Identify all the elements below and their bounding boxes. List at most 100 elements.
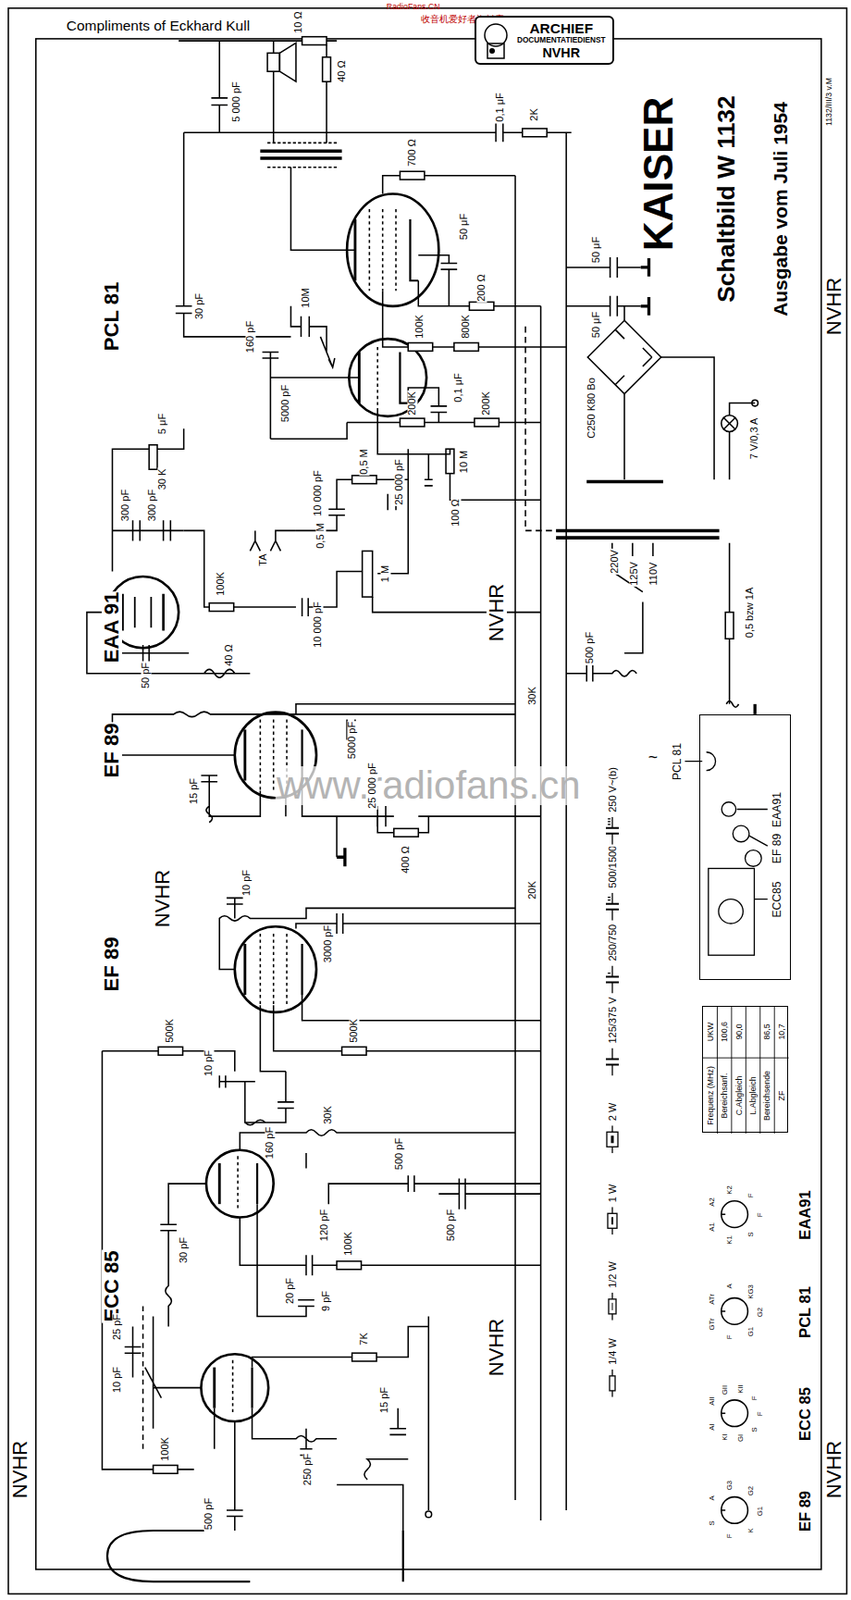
component-value: 40 Ω: [224, 642, 235, 667]
tube-plate: [212, 1367, 216, 1408]
component-value: 10 pF: [241, 868, 252, 897]
resistor-symbol: [148, 444, 158, 469]
pin-label: F: [727, 1332, 735, 1340]
component-value: 160 pF: [265, 1125, 276, 1160]
wire: [296, 703, 516, 740]
capacitor-symbol: [328, 1174, 541, 1204]
tube-cathode: [250, 1367, 253, 1408]
edition-note: Ausgabe vom Juli 1954: [770, 100, 790, 318]
resistor-symbol: [342, 1046, 367, 1055]
ht-rail: [565, 132, 568, 1510]
pin-label: GII: [721, 1383, 729, 1395]
table-cell: 86,5: [763, 1023, 772, 1041]
pin-label: A: [709, 1493, 717, 1501]
resistor-symbol: [604, 1206, 620, 1234]
transformer-winding: [267, 142, 337, 167]
wire: [239, 1216, 541, 1275]
component-value: 800K: [461, 313, 472, 340]
legend-item: 1/4 W: [604, 1335, 620, 1399]
resistor-symbol: [158, 1046, 183, 1055]
resistor-symbol: [399, 171, 424, 180]
component-value: 10 Ω: [294, 10, 305, 35]
component-value: 0,5 M: [358, 447, 370, 476]
tube-type: EAA 91: [101, 591, 123, 664]
pin-label: G2: [747, 1484, 755, 1496]
table-cell: UKW: [705, 1021, 715, 1043]
terminal: [752, 399, 759, 407]
component-value: 7K: [358, 1332, 370, 1346]
tube-grid: [232, 1359, 235, 1416]
table-cell: Bereichsanf.: [720, 1072, 729, 1120]
wire: [252, 1315, 430, 1510]
component-value: 25 000 pF: [394, 457, 406, 506]
component-value: 25 000 pF: [367, 762, 378, 811]
table-grid: [703, 1006, 790, 1135]
capacitor-symbol: [566, 665, 637, 682]
stamp-text: NVHR: [517, 45, 606, 61]
table-cell: C.Abgleich: [734, 1074, 743, 1117]
pin-label: A: [727, 1282, 735, 1290]
if-transformer: [111, 711, 516, 755]
alignment-table: Frequenz (MHz)UKWBereichsanf.100,6C.Abgl…: [702, 1005, 789, 1134]
tube-grid: [369, 209, 396, 291]
table-cell: Bereichsende: [763, 1069, 772, 1122]
tube-type: PCL 81: [798, 1284, 814, 1339]
tube-layout-box: PCL 81EAA91EF 89ECC85: [699, 714, 791, 980]
legend-item: 1/2 W: [604, 1259, 620, 1323]
component-value: 400 Ω: [401, 844, 412, 875]
tube-type: EAA91: [798, 1188, 814, 1240]
resistor-symbol: [474, 418, 499, 427]
component-value: 120 pF: [319, 1208, 330, 1242]
legend-item: 250 V~(b): [604, 765, 620, 848]
wire: [184, 123, 572, 142]
pin-label: GTr: [709, 1317, 717, 1332]
tube-envelope: [346, 194, 439, 307]
component-value: ~: [647, 749, 659, 766]
wire: [372, 448, 542, 612]
tube-plate: [243, 728, 247, 780]
component-value: 200K: [407, 390, 418, 417]
component-value: 500K: [348, 1017, 359, 1044]
component-value: 30K: [527, 686, 538, 707]
component-value: 10 pF: [111, 1365, 123, 1394]
socket-label: PCL 81: [671, 741, 683, 781]
component-value: 200 Ω: [476, 272, 487, 303]
pin-label: AI: [709, 1421, 717, 1431]
component-value: 50 μF: [592, 235, 603, 264]
tube-type: ECC 85: [101, 1248, 123, 1322]
resistor-symbol: [352, 1352, 377, 1361]
wire: [101, 1050, 194, 1469]
component-value: 700 Ω: [407, 138, 418, 169]
component-value: 10 pF: [204, 1048, 215, 1077]
tube-plate: [123, 593, 164, 631]
stamp-text: ARCHIEF: [517, 20, 606, 37]
component-value: 125V: [629, 560, 641, 587]
component-value: 220V: [610, 548, 621, 575]
legend-item: 1 W: [604, 1182, 620, 1237]
pin-label: G3: [727, 1479, 735, 1491]
capacitor-symbol: [418, 255, 457, 307]
ground-rail: [540, 306, 543, 1520]
wire: [624, 306, 715, 480]
legend-text: 1/4 W: [606, 1337, 617, 1365]
tube-envelope: [206, 1149, 274, 1218]
component-value: 0,1 μF: [494, 91, 506, 123]
socket-label: EF 89: [771, 831, 783, 864]
component-value: 30 pF: [195, 292, 206, 321]
legend-text: 1/2 W: [606, 1261, 617, 1289]
resistor-symbol: [407, 343, 432, 352]
component-value: 5 000 pF: [231, 81, 242, 124]
pickup-socket: [249, 530, 296, 551]
wire: [252, 1407, 338, 1456]
tube-plate: [218, 1162, 222, 1204]
component-value: 50 pF: [140, 661, 151, 690]
capacitor-symbol: [210, 40, 228, 133]
legend-text: 250 V~(b): [606, 767, 617, 814]
component-value: 15 pF: [379, 1385, 390, 1414]
resistor-symbol: [209, 603, 234, 612]
wire: [259, 994, 541, 1072]
volume-potentiometer: [362, 550, 373, 597]
component-value: 10M: [300, 286, 311, 309]
table-cell: 10,7: [777, 1023, 786, 1041]
component-value: 40 Ω: [336, 59, 347, 84]
